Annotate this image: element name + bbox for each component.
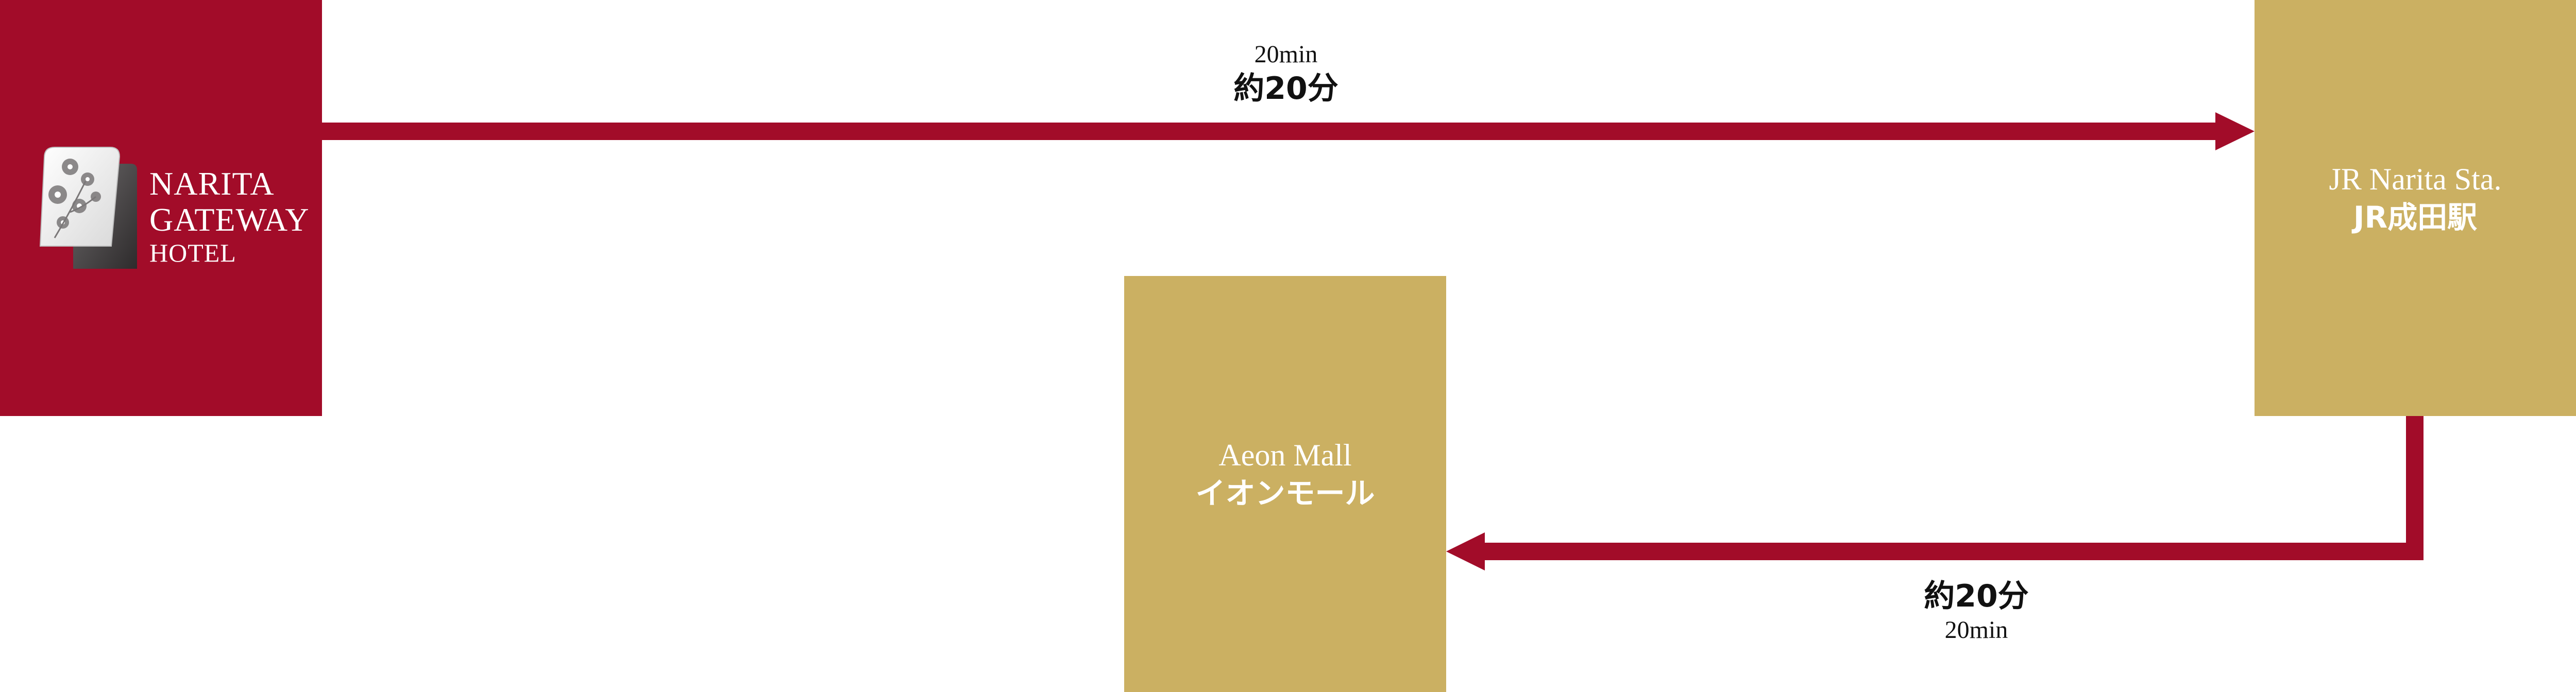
- hotel-logo-line-2: GATEWAY: [149, 201, 310, 238]
- mall-name-jp: イオンモール: [1195, 476, 1375, 511]
- arrow-station-to-mall: [1446, 416, 2424, 570]
- sakura-cards-logo-icon: [39, 147, 137, 269]
- mall-label: Aeon Mall イオンモール: [1124, 437, 1446, 513]
- station-name-jp: JR成田駅: [2353, 200, 2478, 235]
- hotel-node: NARITA GATEWAY HOTEL: [0, 0, 322, 416]
- arrow-hotel-to-station: [322, 112, 2255, 150]
- route-station-mall-label: 約20分 20min: [1873, 577, 2079, 645]
- station-label: JR Narita Sta. JR成田駅: [2255, 161, 2576, 237]
- route-hotel-station-label: 20min 約20分: [1183, 40, 1389, 108]
- mall-name-en: Aeon Mall: [1218, 438, 1352, 472]
- hotel-logo-line-1: NARITA: [149, 165, 275, 202]
- hotel-logo-line-3: HOTEL: [149, 238, 236, 267]
- route-station-mall-time-en: 20min: [1944, 616, 2008, 644]
- route-hotel-station-time-en: 20min: [1254, 41, 1318, 68]
- station-name-en: JR Narita Sta.: [2329, 162, 2502, 196]
- route-hotel-station-time-jp: 約20分: [1233, 71, 1338, 107]
- mall-node: Aeon Mall イオンモール: [1124, 276, 1446, 692]
- route-station-mall-time-jp: 約20分: [1924, 578, 2029, 614]
- station-node: JR Narita Sta. JR成田駅: [2255, 0, 2576, 416]
- hotel-logo-text: NARITA GATEWAY HOTEL: [149, 166, 309, 268]
